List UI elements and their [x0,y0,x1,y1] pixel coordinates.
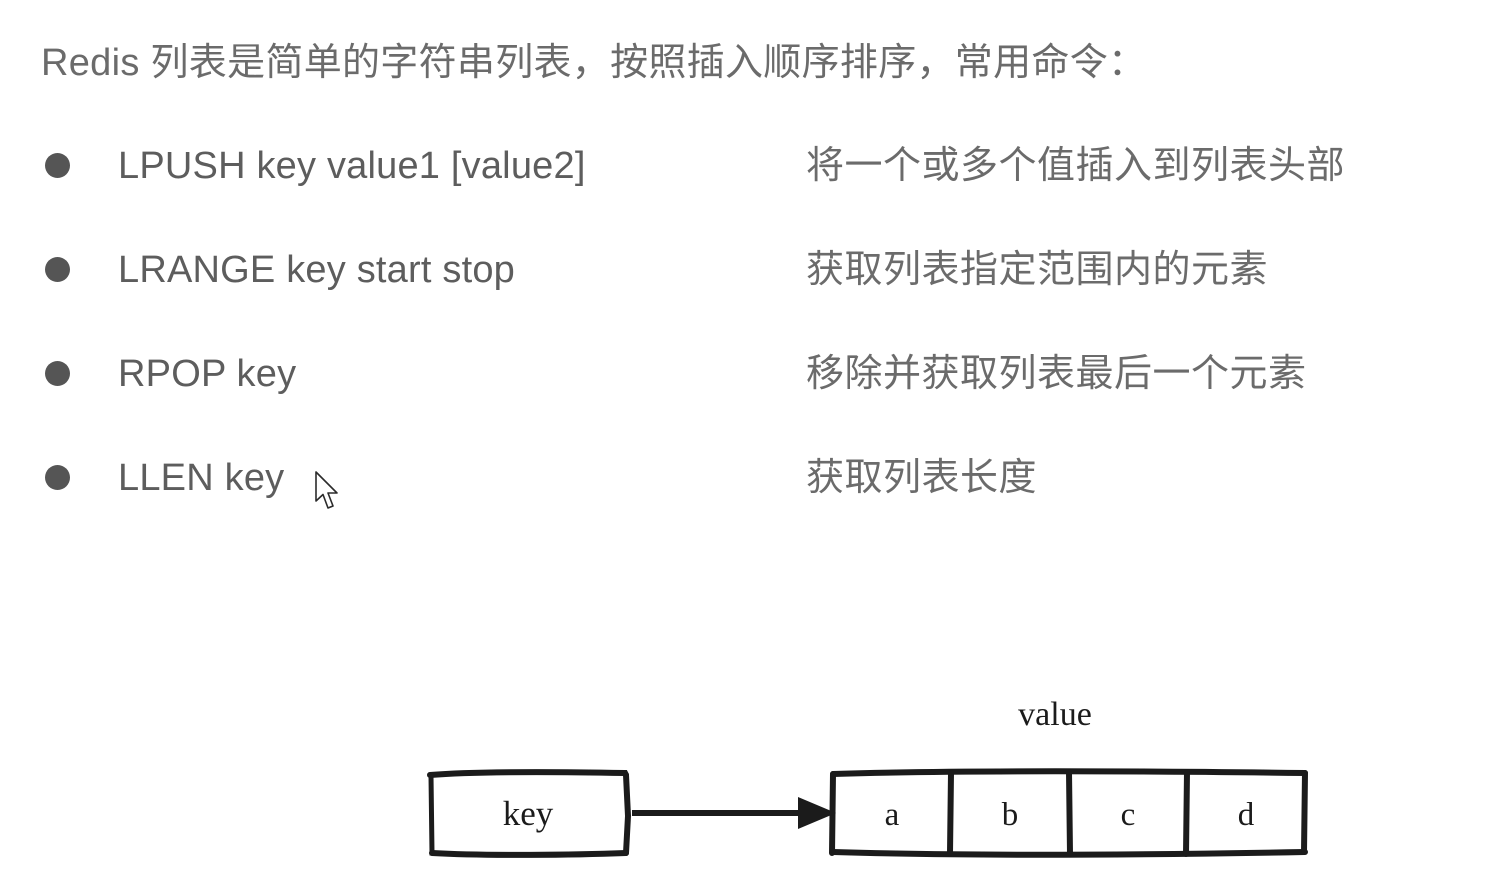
key-value-diagram: value key [400,675,1360,880]
bullet-dot-icon [45,465,70,490]
bullet-dot-icon [45,153,70,178]
command-description: 获取列表长度 [806,457,1038,499]
value-cell-label: d [1238,797,1255,833]
command-description: 将一个或多个值插入到列表头部 [806,145,1346,187]
command-list: LPUSH key value1 [value2] 将一个或多个值插入到列表头部… [41,140,1451,556]
intro-paragraph: Redis 列表是简单的字符串列表，按照插入顺序排序，常用命令： [41,42,1147,84]
bullet-dot-icon [45,361,70,386]
list-item: LPUSH key value1 [value2] 将一个或多个值插入到列表头部 [41,140,1451,244]
command-syntax: LLEN key [118,457,285,499]
value-cell-label: b [1002,797,1019,833]
command-description: 移除并获取列表最后一个元素 [806,353,1307,395]
list-item: RPOP key 移除并获取列表最后一个元素 [41,348,1451,452]
command-description: 获取列表指定范围内的元素 [806,249,1269,291]
value-cell-label: c [1121,797,1136,833]
bullet-dot-icon [45,257,70,282]
list-item: LRANGE key start stop 获取列表指定范围内的元素 [41,244,1451,348]
value-cell-row: a b c d [829,768,1308,858]
arrow-right-icon [632,797,836,829]
list-item: LLEN key 获取列表长度 [41,452,1451,556]
value-cell-label: a [885,797,900,833]
command-syntax: RPOP key [118,353,297,395]
command-syntax: LPUSH key value1 [value2] [118,145,586,187]
command-syntax: LRANGE key start stop [118,249,516,291]
key-box-label: key [503,794,554,833]
key-box: key [427,769,632,858]
value-label: value [1018,696,1092,733]
